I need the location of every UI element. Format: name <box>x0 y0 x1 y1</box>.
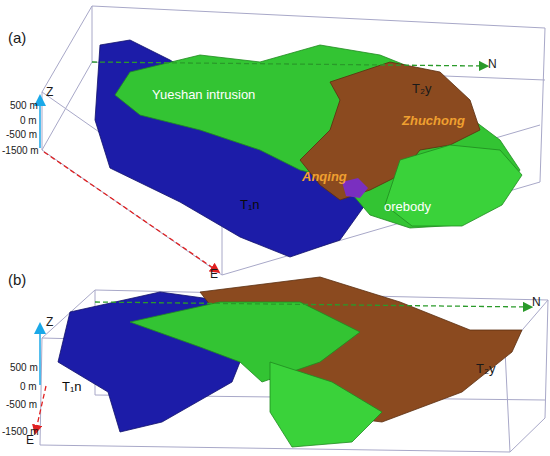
geology-a <box>95 40 522 257</box>
axis-value: -500 m <box>6 129 37 140</box>
axis-value: 0 m <box>20 381 37 392</box>
axis-value: 500 m <box>10 100 38 111</box>
bounding-box-a <box>42 6 545 275</box>
axis-letter: N <box>532 296 541 309</box>
panel-letter: (b) <box>8 272 26 289</box>
unit-label: T₁n <box>62 380 82 394</box>
panel-letter: (a) <box>8 30 26 47</box>
axis-letter: N <box>488 58 497 71</box>
axis-letter: E <box>26 434 34 447</box>
z-axis <box>39 328 41 385</box>
axis-value: 0 m <box>20 115 37 126</box>
axis-value: -500 m <box>6 399 37 410</box>
e-axis <box>36 386 46 430</box>
axis-letter: Z <box>46 316 53 329</box>
z-axis <box>39 100 41 148</box>
place-label: Zhuchong <box>402 114 465 128</box>
unit-label: orebody <box>384 200 431 214</box>
axis-letter: E <box>210 268 218 281</box>
n-axis <box>92 62 484 66</box>
e-axis <box>44 152 216 270</box>
n-axis <box>95 302 528 307</box>
unit-label: T₂y <box>476 362 496 376</box>
unit-label: Yueshan intrusion <box>152 88 255 102</box>
axis-value: -1500 m <box>2 145 39 156</box>
unit-label: T₁n <box>240 198 260 212</box>
unit-label: T₂y <box>412 82 432 96</box>
axis-value: 500 m <box>10 362 38 373</box>
axis-letter: Z <box>46 86 53 99</box>
place-label: Anqing <box>302 170 347 184</box>
